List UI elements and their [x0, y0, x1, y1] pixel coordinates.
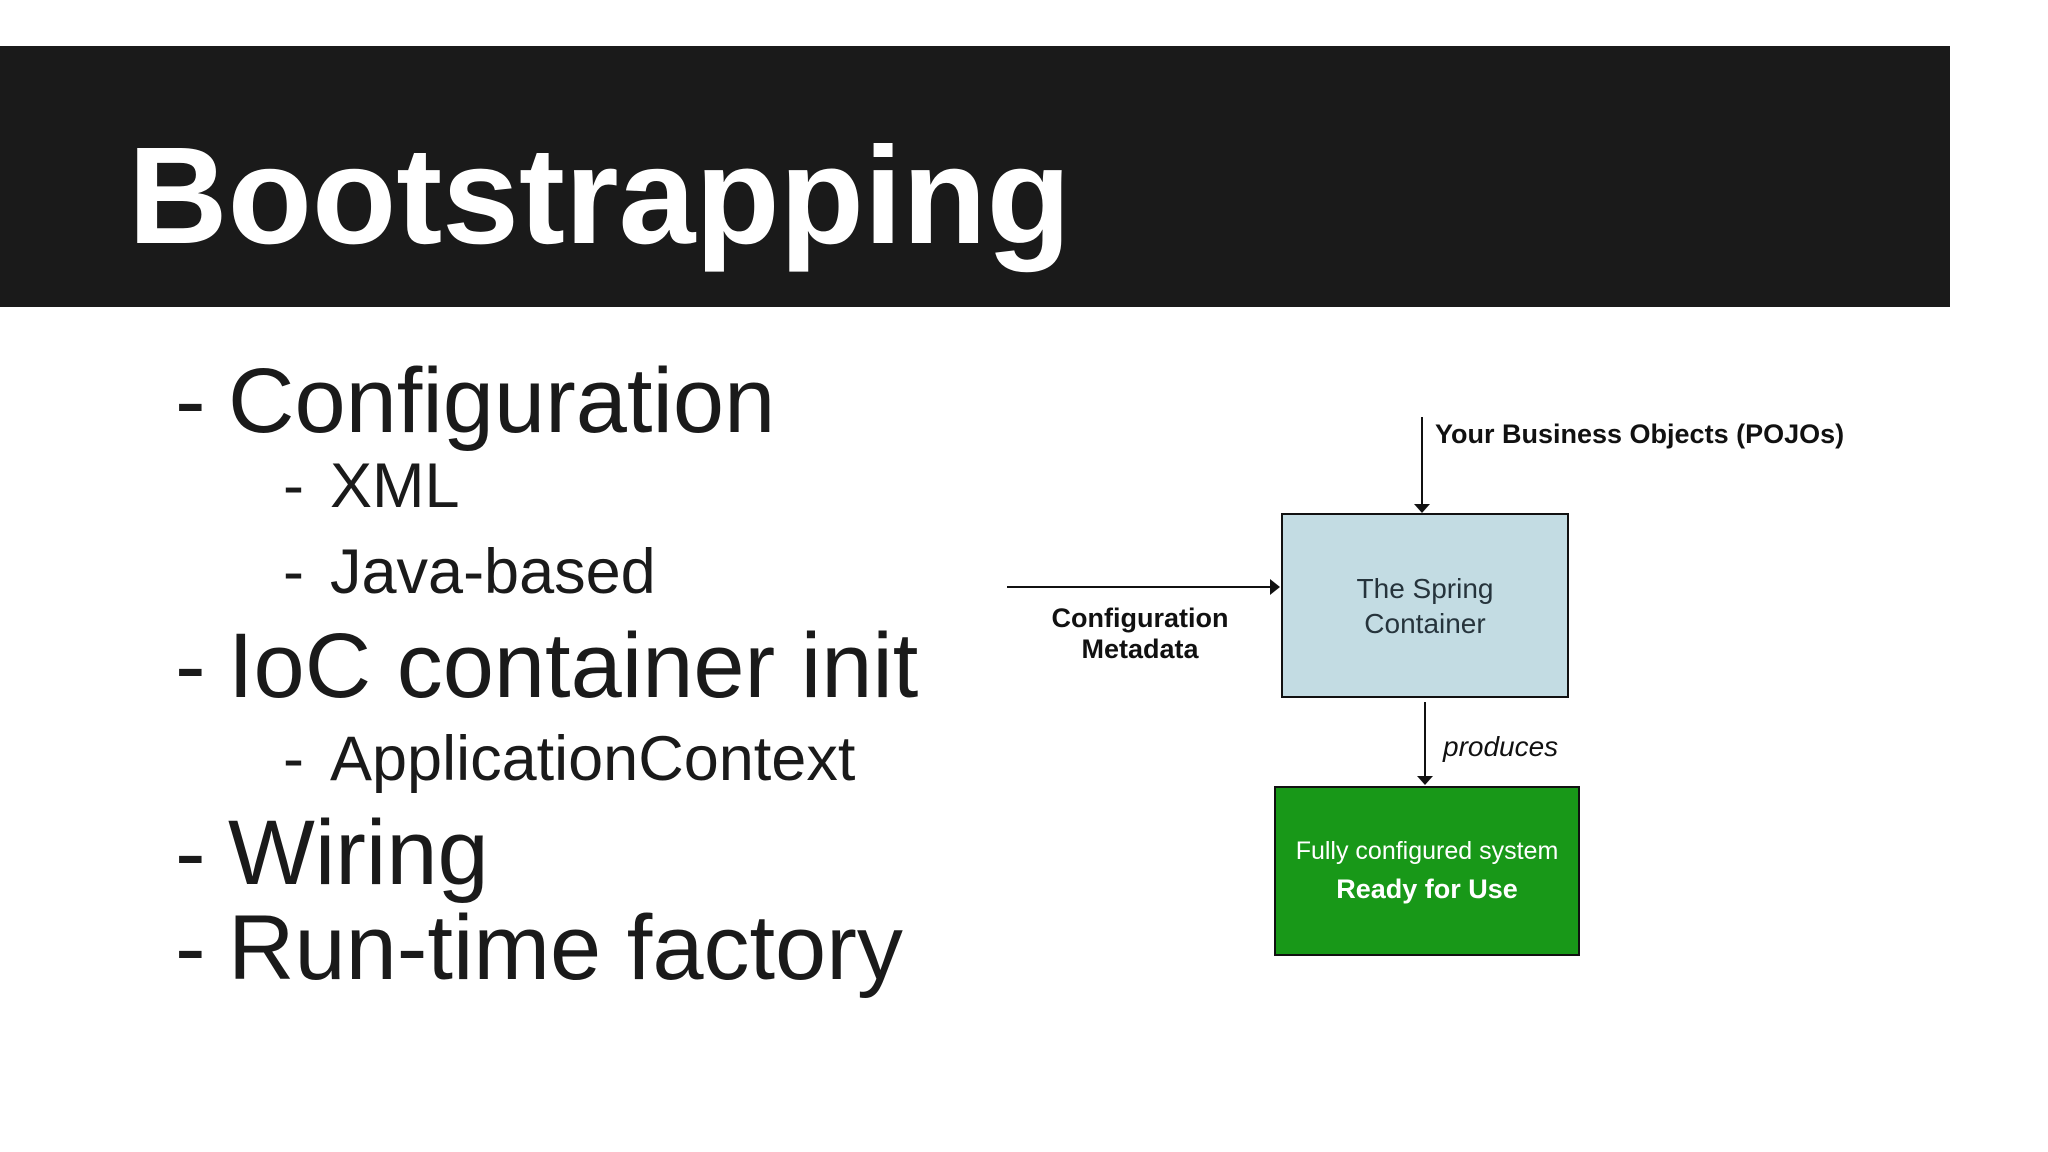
bullet-text: Run-time factory: [228, 897, 903, 999]
bullet-text: Wiring: [228, 802, 489, 904]
arrow-down-icon: [1414, 504, 1430, 513]
result-box: Fully configured system Ready for Use: [1274, 786, 1580, 956]
result-box-line2: Ready for Use: [1336, 874, 1518, 905]
bullet-dash-marker: -: [283, 724, 304, 794]
bullet-item: -Wiring: [175, 807, 489, 899]
slide-title: Bootstrapping: [128, 119, 1071, 273]
bullet-dash-marker: -: [175, 897, 206, 999]
pojos-arrow-line: [1421, 417, 1423, 505]
config-arrow-line: [1007, 586, 1271, 588]
pojos-label: Your Business Objects (POJOs): [1435, 419, 1845, 449]
bullet-dash-marker: -: [175, 802, 206, 904]
title-bar: [0, 46, 1950, 307]
bullet-item: -XML: [283, 455, 460, 518]
produces-label: produces: [1443, 731, 1559, 762]
bullet-text: Configuration: [228, 350, 776, 452]
bullet-text: Java-based: [330, 537, 656, 607]
bullet-item: -Java-based: [283, 541, 656, 604]
arrow-down-icon: [1417, 776, 1433, 785]
bullet-dash-marker: -: [283, 537, 304, 607]
config-metadata-line2: Metadata: [1081, 634, 1199, 665]
produces-arrow-line: [1424, 702, 1426, 776]
bullet-item: -Configuration: [175, 355, 775, 447]
config-metadata-line1: Configuration: [1051, 603, 1229, 633]
config-metadata-label: Configuration Metadata: [1007, 603, 1273, 666]
bullet-text: ApplicationContext: [330, 724, 856, 794]
spring-container-line1: The Spring: [1356, 572, 1494, 604]
bullet-item: -IoC container init: [175, 620, 918, 712]
bullet-text: XML: [330, 451, 460, 521]
bullet-text: IoC container init: [228, 615, 919, 717]
arrow-right-icon: [1270, 579, 1280, 595]
spring-container-box: The Spring Container: [1281, 513, 1569, 698]
bullet-dash-marker: -: [283, 451, 304, 521]
spring-container-line2: Container: [1364, 607, 1486, 639]
bullet-dash-marker: -: [175, 350, 206, 452]
bullet-item: -ApplicationContext: [283, 728, 855, 791]
bullet-item: -Run-time factory: [175, 902, 903, 994]
bullet-dash-marker: -: [175, 615, 206, 717]
result-box-line1: Fully configured system: [1295, 837, 1559, 866]
